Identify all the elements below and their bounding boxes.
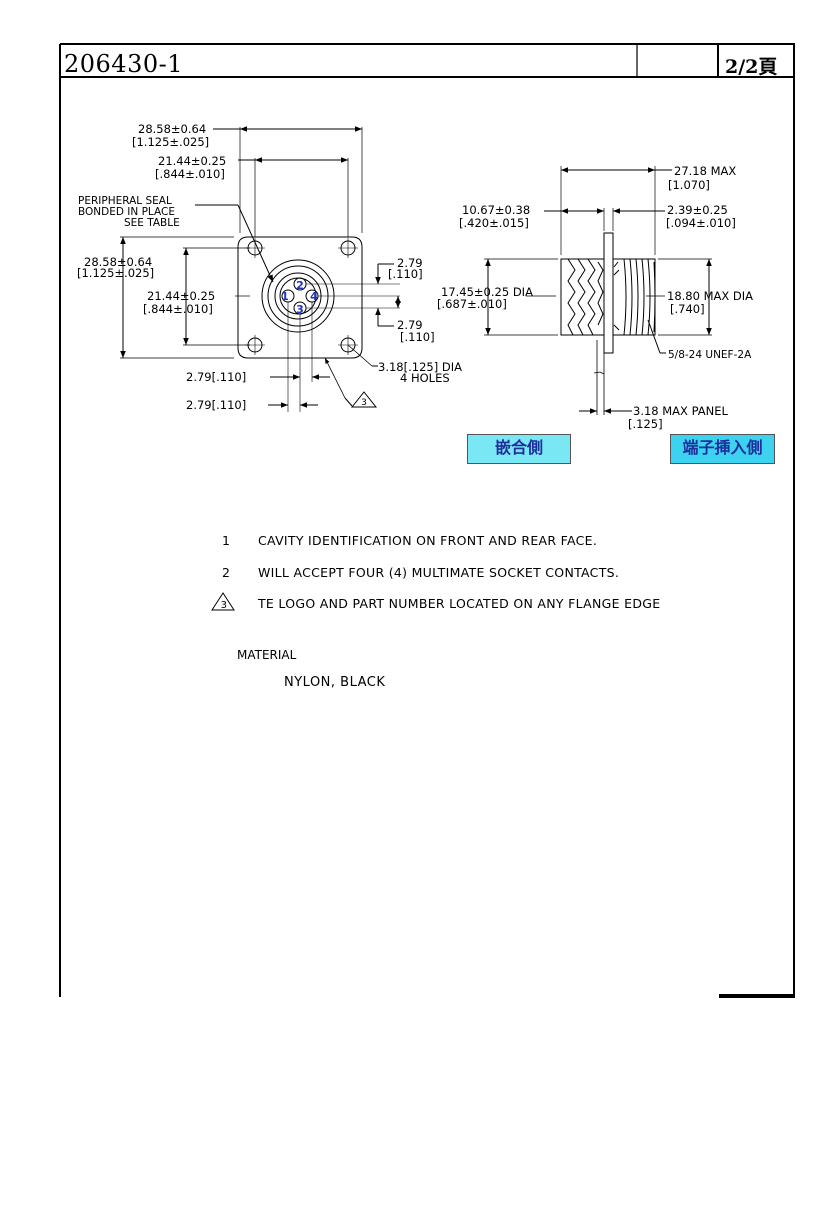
dim-thread-dia: 18.80 MAX DIA bbox=[667, 289, 753, 303]
dim-panel-inch: [.125] bbox=[628, 417, 663, 431]
note-3: 3 TE LOGO AND PART NUMBER LOCATED ON ANY… bbox=[211, 592, 742, 614]
dim-contact-bottom: 2.79 bbox=[397, 318, 423, 332]
mounting-holes bbox=[245, 238, 358, 355]
rear-body-ribs bbox=[567, 258, 604, 336]
dim-hole-dia: 3.18[.125] DIA bbox=[378, 360, 462, 374]
dim-overall-length: 27.18 MAX bbox=[674, 164, 736, 178]
mating-side-label: 嵌合側 bbox=[467, 434, 571, 464]
side-view-labels: 27.18 MAX [1.070] 10.67±0.38 [.420±.015]… bbox=[437, 164, 753, 431]
dim-flange-outer: 28.58±0.64 bbox=[138, 122, 206, 136]
dim-contact-top-inch: [.110] bbox=[388, 267, 423, 281]
note-number: 1 bbox=[222, 533, 231, 548]
dim-contact-bottom-inch: [.110] bbox=[400, 330, 435, 344]
side-view bbox=[484, 166, 712, 415]
dim-hole-vertical-inch: [.844±.010] bbox=[143, 302, 213, 316]
front-view bbox=[120, 126, 401, 412]
cavity-number: 3 bbox=[296, 303, 304, 316]
dim-hole-count: 4 HOLES bbox=[400, 371, 450, 385]
title-block-frame bbox=[59, 43, 795, 998]
note-text: TE LOGO AND PART NUMBER LOCATED ON ANY F… bbox=[258, 596, 661, 611]
cavity-numbers: 1 2 3 4 bbox=[281, 279, 318, 316]
cavity-number: 1 bbox=[281, 290, 289, 303]
dim-flange-outer-inch: [1.125±.025] bbox=[132, 135, 209, 149]
dim-flange-thickness-inch: [.094±.010] bbox=[666, 216, 736, 230]
dim-panel: 3.18 MAX PANEL bbox=[633, 404, 729, 418]
dim-body-dia: 17.45±0.25 DIA bbox=[441, 285, 533, 299]
material-label: MATERIAL bbox=[237, 648, 297, 662]
note-text: WILL ACCEPT FOUR (4) MULTIMATE SOCKET CO… bbox=[258, 565, 620, 580]
note-number: 2 bbox=[222, 565, 231, 580]
dim-body-dia-inch: [.687±.010] bbox=[437, 297, 507, 311]
seal-note-line-3: SEE TABLE bbox=[124, 217, 180, 229]
dim-rear-length-inch: [.420±.015] bbox=[459, 216, 529, 230]
thread-lines bbox=[613, 258, 656, 336]
flag-number: 3 bbox=[361, 398, 367, 408]
dim-thread-dia-inch: [.740] bbox=[670, 302, 705, 316]
thread-spec: 5/8-24 UNEF-2A bbox=[668, 349, 752, 361]
dim-hole-spacing: 21.44±0.25 bbox=[158, 154, 226, 168]
flag-triangle bbox=[350, 391, 378, 408]
front-view-labels: 28.58±0.64 [1.125±.025] 21.44±0.25 [.844… bbox=[77, 122, 462, 412]
rear-body bbox=[560, 258, 605, 336]
dim-contact-top: 2.79 bbox=[397, 256, 423, 270]
page-number: 2/2頁 bbox=[725, 56, 778, 78]
seal-note-line-2: BONDED IN PLACE bbox=[78, 206, 175, 218]
part-number: 206430-1 bbox=[64, 50, 183, 78]
dim-flange-vertical: 28.58±0.64 bbox=[84, 255, 152, 269]
dim-contact-x2: 2.79[.110] bbox=[186, 398, 246, 412]
flange bbox=[603, 232, 614, 354]
dim-overall-length-inch: [1.070] bbox=[668, 178, 710, 192]
dim-hole-vertical: 21.44±0.25 bbox=[147, 289, 215, 303]
cavity-number: 4 bbox=[310, 290, 318, 303]
dim-rear-length: 10.67±0.38 bbox=[462, 203, 530, 217]
flag-number: 3 bbox=[221, 600, 228, 611]
seal-note-line-1: PERIPHERAL SEAL bbox=[78, 195, 172, 207]
dim-contact-x1: 2.79[.110] bbox=[186, 370, 246, 384]
cavity-number: 2 bbox=[296, 279, 304, 292]
flag-triangle-icon: 3 bbox=[211, 592, 235, 611]
note-text: CAVITY IDENTIFICATION ON FRONT AND REAR … bbox=[258, 533, 598, 548]
flange-outline bbox=[237, 236, 363, 359]
material-value: NYLON, BLACK bbox=[284, 675, 386, 690]
dim-flange-thickness: 2.39±0.25 bbox=[667, 203, 728, 217]
dim-hole-spacing-inch: [.844±.010] bbox=[155, 167, 225, 181]
dim-flange-vertical-inch: [1.125±.025] bbox=[77, 266, 154, 280]
terminal-side-label: 端子挿入側 bbox=[670, 434, 775, 464]
note-1: 1 CAVITY IDENTIFICATION ON FRONT AND REA… bbox=[222, 533, 742, 551]
note-2: 2 WILL ACCEPT FOUR (4) MULTIMATE SOCKET … bbox=[222, 565, 742, 583]
